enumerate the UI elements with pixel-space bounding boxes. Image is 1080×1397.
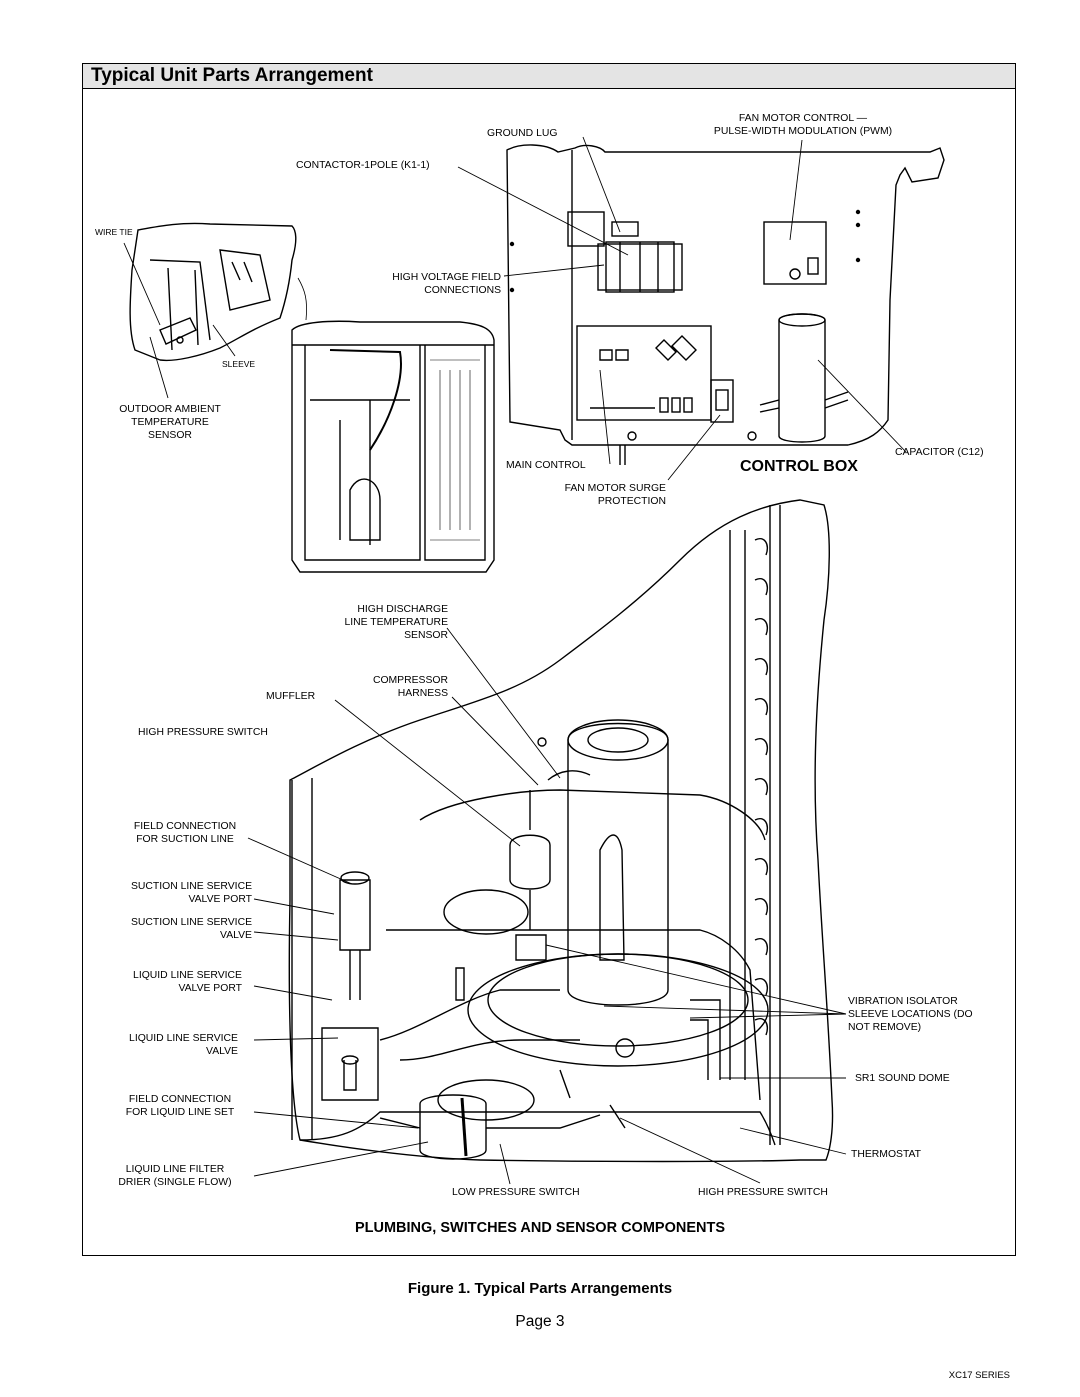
sensor-inset bbox=[123, 222, 307, 399]
label-capacitor: CAPACITOR (C12) bbox=[895, 447, 984, 458]
series-label: XC17 SERIES bbox=[948, 1370, 1010, 1381]
label-high-pressure-switch-top: HIGH PRESSURE SWITCH bbox=[138, 727, 268, 738]
label-field-connection-suction: FIELD CONNECTION FOR SUCTION LINE bbox=[133, 821, 237, 845]
label-high-discharge-sensor: HIGH DISCHARGE LINE TEMPERATURE SENSOR bbox=[344, 604, 448, 641]
outdoor-unit-cabinet bbox=[291, 320, 495, 573]
label-fan-motor-surge: FAN MOTOR SURGE PROTECTION bbox=[564, 483, 666, 507]
label-contactor: CONTACTOR-1POLE (K1-1) bbox=[296, 160, 430, 171]
plumbing-leaders bbox=[247, 627, 847, 1185]
figure-frame bbox=[82, 89, 1016, 1256]
label-high-voltage-connections: HIGH VOLTAGE FIELD CONNECTIONS bbox=[392, 272, 501, 296]
label-field-connection-liquid: FIELD CONNECTION FOR LIQUID LINE SET bbox=[125, 1094, 235, 1118]
label-filter-drier: LIQUID LINE FILTER DRIER (SINGLE FLOW) bbox=[118, 1164, 232, 1188]
label-fan-motor-control: FAN MOTOR CONTROL — PULSE-WIDTH MODULATI… bbox=[713, 113, 893, 137]
plumbing-heading: PLUMBING, SWITCHES AND SENSOR COMPONENTS bbox=[354, 1220, 726, 1236]
page-number: Page 3 bbox=[515, 1313, 565, 1330]
label-high-pressure-switch-bottom: HIGH PRESSURE SWITCH bbox=[698, 1187, 828, 1198]
label-main-control: MAIN CONTROL bbox=[506, 460, 586, 471]
label-liquid-valve-port: LIQUID LINE SERVICE VALVE PORT bbox=[133, 970, 242, 994]
label-sleeve: SLEEVE bbox=[222, 359, 256, 369]
label-suction-valve-port: SUCTION LINE SERVICE VALVE PORT bbox=[130, 881, 252, 905]
control-box-leaders bbox=[457, 136, 907, 481]
label-thermostat: THERMOSTAT bbox=[851, 1149, 922, 1160]
label-low-pressure-switch: LOW PRESSURE SWITCH bbox=[452, 1187, 580, 1198]
label-ground-lug: GROUND LUG bbox=[487, 128, 558, 139]
label-suction-valve: SUCTION LINE SERVICE VALVE bbox=[130, 917, 252, 941]
control-box-panel bbox=[506, 144, 945, 465]
label-liquid-valve: LIQUID LINE SERVICE VALVE bbox=[129, 1033, 238, 1057]
figure-caption: Figure 1. Typical Parts Arrangements bbox=[407, 1280, 673, 1297]
label-outdoor-ambient-sensor: OUTDOOR AMBIENT TEMPERATURE SENSOR bbox=[119, 404, 221, 441]
plumbing-cutaway bbox=[288, 499, 834, 1163]
label-sound-dome: SR1 SOUND DOME bbox=[855, 1073, 950, 1084]
label-muffler: MUFFLER bbox=[266, 691, 316, 702]
title-bar: Typical Unit Parts Arrangement bbox=[82, 63, 1016, 89]
control-box-heading: CONTROL BOX bbox=[740, 458, 858, 475]
label-vibration-isolator: VIBRATION ISOLATOR SLEEVE LOCATIONS (DO … bbox=[848, 996, 973, 1033]
page-title: Typical Unit Parts Arrangement bbox=[91, 65, 373, 86]
label-compressor-harness: COMPRESSOR HARNESS bbox=[372, 675, 448, 699]
label-wire-tie: WIRE TIE bbox=[95, 227, 133, 237]
